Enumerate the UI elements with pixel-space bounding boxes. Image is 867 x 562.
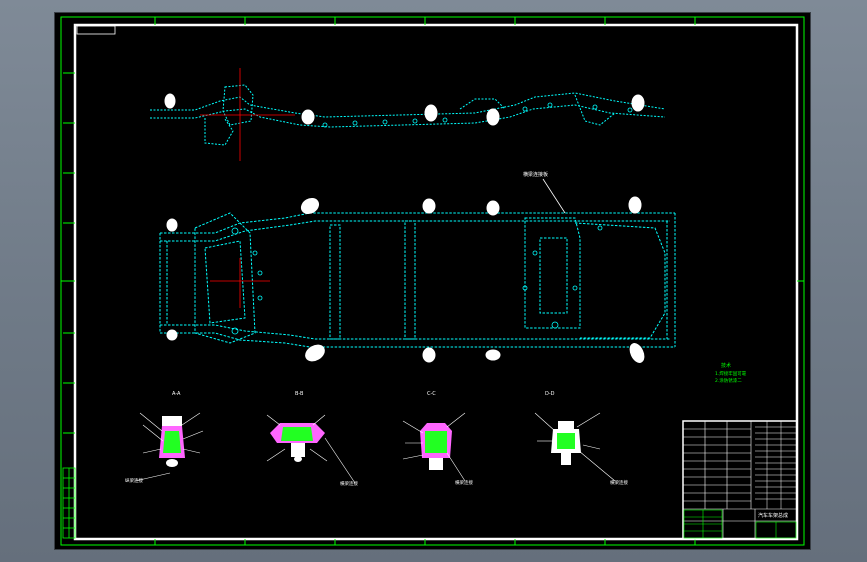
section-a[interactable]: A-A 纵梁连接 xyxy=(125,391,204,484)
svg-text:横梁连接板: 横梁连接板 xyxy=(523,171,548,178)
chassis-drawing[interactable]: 横梁连接板 技术 1.焊接牢固可靠 2.涂防锈漆二 A-A 纵梁连接 B-B xyxy=(55,13,810,549)
section-c[interactable]: C-C 横梁连接 xyxy=(402,391,473,486)
svg-text:B-B: B-B xyxy=(295,391,304,397)
plan-view-mounts[interactable] xyxy=(166,195,647,364)
section-b[interactable]: B-B 横梁连接 xyxy=(266,391,358,487)
svg-text:C-C: C-C xyxy=(427,391,436,397)
title-block-hatch xyxy=(755,421,797,509)
side-view-holes xyxy=(322,102,633,128)
svg-text:纵梁连接: 纵梁连接 xyxy=(125,477,143,484)
title-block-green-cells xyxy=(683,509,797,539)
main-callout: 横梁连接板 xyxy=(523,171,566,214)
svg-text:1.焊接牢固可靠: 1.焊接牢固可靠 xyxy=(715,370,747,377)
plan-view-holes xyxy=(231,225,603,335)
svg-text:A-A: A-A xyxy=(172,391,181,397)
left-revision-strip xyxy=(62,467,76,539)
svg-text:汽车车架总成: 汽车车架总成 xyxy=(758,512,788,519)
side-view-frame[interactable] xyxy=(150,84,666,146)
side-view-centerlines xyxy=(200,68,295,161)
svg-text:横梁连接: 横梁连接 xyxy=(610,479,628,486)
side-view-mounts[interactable] xyxy=(164,93,645,126)
section-d[interactable]: D-D 横梁连接 xyxy=(534,391,628,486)
sheet-inner-border xyxy=(73,23,799,541)
svg-text:D-D: D-D xyxy=(545,391,555,397)
cad-viewport[interactable]: 横梁连接板 技术 1.焊接牢固可靠 2.涂防锈漆二 A-A 纵梁连接 B-B xyxy=(55,13,810,549)
svg-text:横梁连接: 横梁连接 xyxy=(340,480,358,487)
plan-view-frame[interactable] xyxy=(159,212,676,348)
plan-view-centerlines xyxy=(210,258,270,308)
svg-text:2.涂防锈漆二: 2.涂防锈漆二 xyxy=(715,377,742,384)
zone-marks xyxy=(61,17,804,545)
title-block[interactable]: 汽车车架总成 xyxy=(682,420,798,540)
top-title-tag xyxy=(76,25,116,35)
svg-text:技术: 技术 xyxy=(721,362,731,369)
technical-notes: 技术 1.焊接牢固可靠 2.涂防锈漆二 xyxy=(715,362,747,384)
svg-text:横梁连接: 横梁连接 xyxy=(455,479,473,486)
